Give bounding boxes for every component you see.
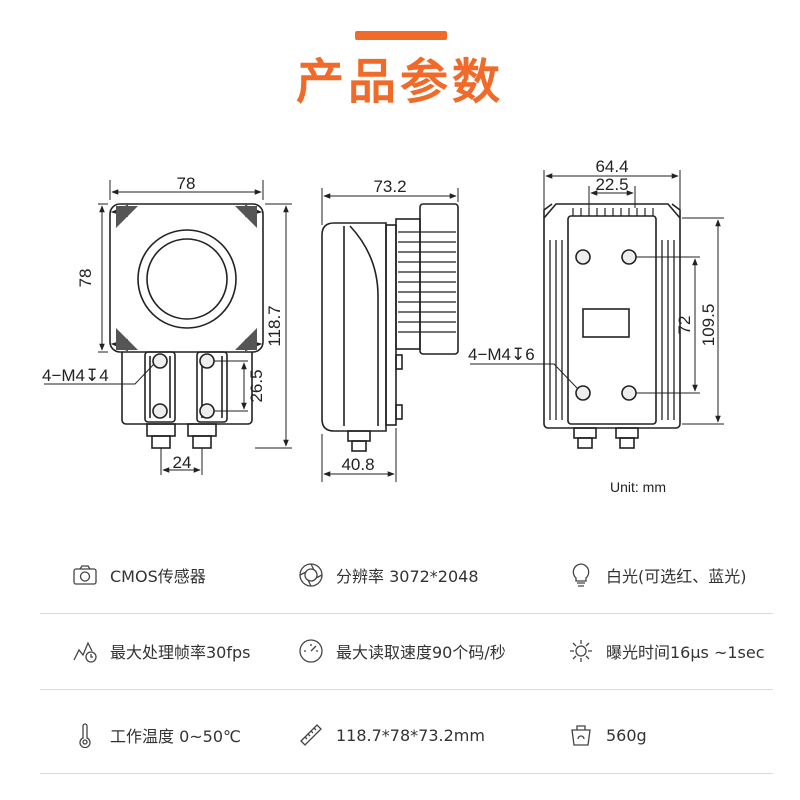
spec-exposure-text: 曝光时间16μs ~1sec — [606, 643, 765, 662]
spec-row-1: CMOS传感器 分辨率 3072*2048 白光(可选红、蓝光) — [40, 537, 773, 614]
front-total-height-label: 118.7 — [265, 305, 284, 346]
camera-icon — [72, 562, 98, 588]
spec-temperature: 工作温度 0~50℃ — [72, 697, 241, 773]
spec-exposure: 曝光时间16μs ~1sec — [568, 613, 765, 689]
front-screw-label: 4−M4↧4 — [42, 366, 109, 385]
spec-weight: 560g — [568, 697, 647, 773]
lightbulb-icon — [568, 562, 594, 588]
spec-row-3: 工作温度 0~50℃ 118.7*78*73.2mm 560g — [40, 697, 773, 774]
unit-label: Unit: mm — [610, 479, 666, 495]
front-connector-spacing-label: 24 — [173, 453, 192, 472]
front-width-label: 78 — [177, 174, 196, 193]
ruler-icon — [298, 722, 324, 748]
spec-row-2: 最大处理帧率30fps 最大读取速度90个码/秒 曝光时间16μs ~1sec — [40, 613, 773, 690]
dimension-drawing: 78 78 118.7 26.5 24 4−M4↧4 73.2 40.8 — [42, 157, 724, 495]
side-base-depth-label: 40.8 — [341, 455, 374, 474]
spec-dimensions: 118.7*78*73.2mm — [298, 697, 485, 773]
spec-temperature-text: 工作温度 0~50℃ — [110, 727, 242, 746]
scale-icon — [568, 722, 594, 748]
speedometer-icon — [298, 638, 324, 664]
spec-light-text: 白光(可选红、蓝光) — [606, 567, 747, 586]
spec-sensor: CMOS传感器 — [72, 537, 206, 613]
spec-light: 白光(可选红、蓝光) — [568, 537, 747, 613]
back-screw-label: 4−M4↧6 — [468, 345, 535, 364]
side-view — [321, 203, 459, 452]
side-dimensions — [321, 188, 459, 482]
front-view — [109, 203, 264, 449]
front-dimensions — [44, 180, 292, 475]
spec-dimensions-text: 118.7*78*73.2mm — [336, 725, 485, 745]
spec-read-speed-text: 最大读取速度90个码/秒 — [336, 643, 506, 662]
back-inner-width-label: 22.5 — [595, 175, 628, 194]
spec-read-speed: 最大读取速度90个码/秒 — [298, 613, 506, 689]
back-dimensions — [470, 170, 724, 425]
frame-rate-icon — [72, 638, 98, 664]
back-hole-spacing-label: 72 — [675, 316, 694, 335]
back-height-label: 109.5 — [699, 304, 718, 347]
front-hole-spacing-label: 26.5 — [247, 369, 266, 402]
side-depth-label: 73.2 — [373, 177, 406, 196]
front-height-label: 78 — [76, 269, 95, 288]
page-title: 产品参数 — [295, 54, 504, 110]
spec-frame-rate: 最大处理帧率30fps — [72, 613, 251, 689]
spec-resolution: 分辨率 3072*2048 — [298, 537, 479, 613]
back-view — [543, 203, 681, 449]
spec-weight-text: 560g — [606, 725, 647, 745]
back-width-label: 64.4 — [595, 157, 628, 176]
spec-frame-rate-text: 最大处理帧率30fps — [110, 643, 251, 662]
thermometer-icon — [72, 722, 98, 749]
spec-sensor-text: CMOS传感器 — [110, 567, 206, 586]
title-accent-bar — [355, 31, 447, 40]
spec-resolution-text: 分辨率 3072*2048 — [336, 567, 479, 586]
sun-icon — [568, 638, 594, 664]
aperture-icon — [298, 562, 324, 588]
